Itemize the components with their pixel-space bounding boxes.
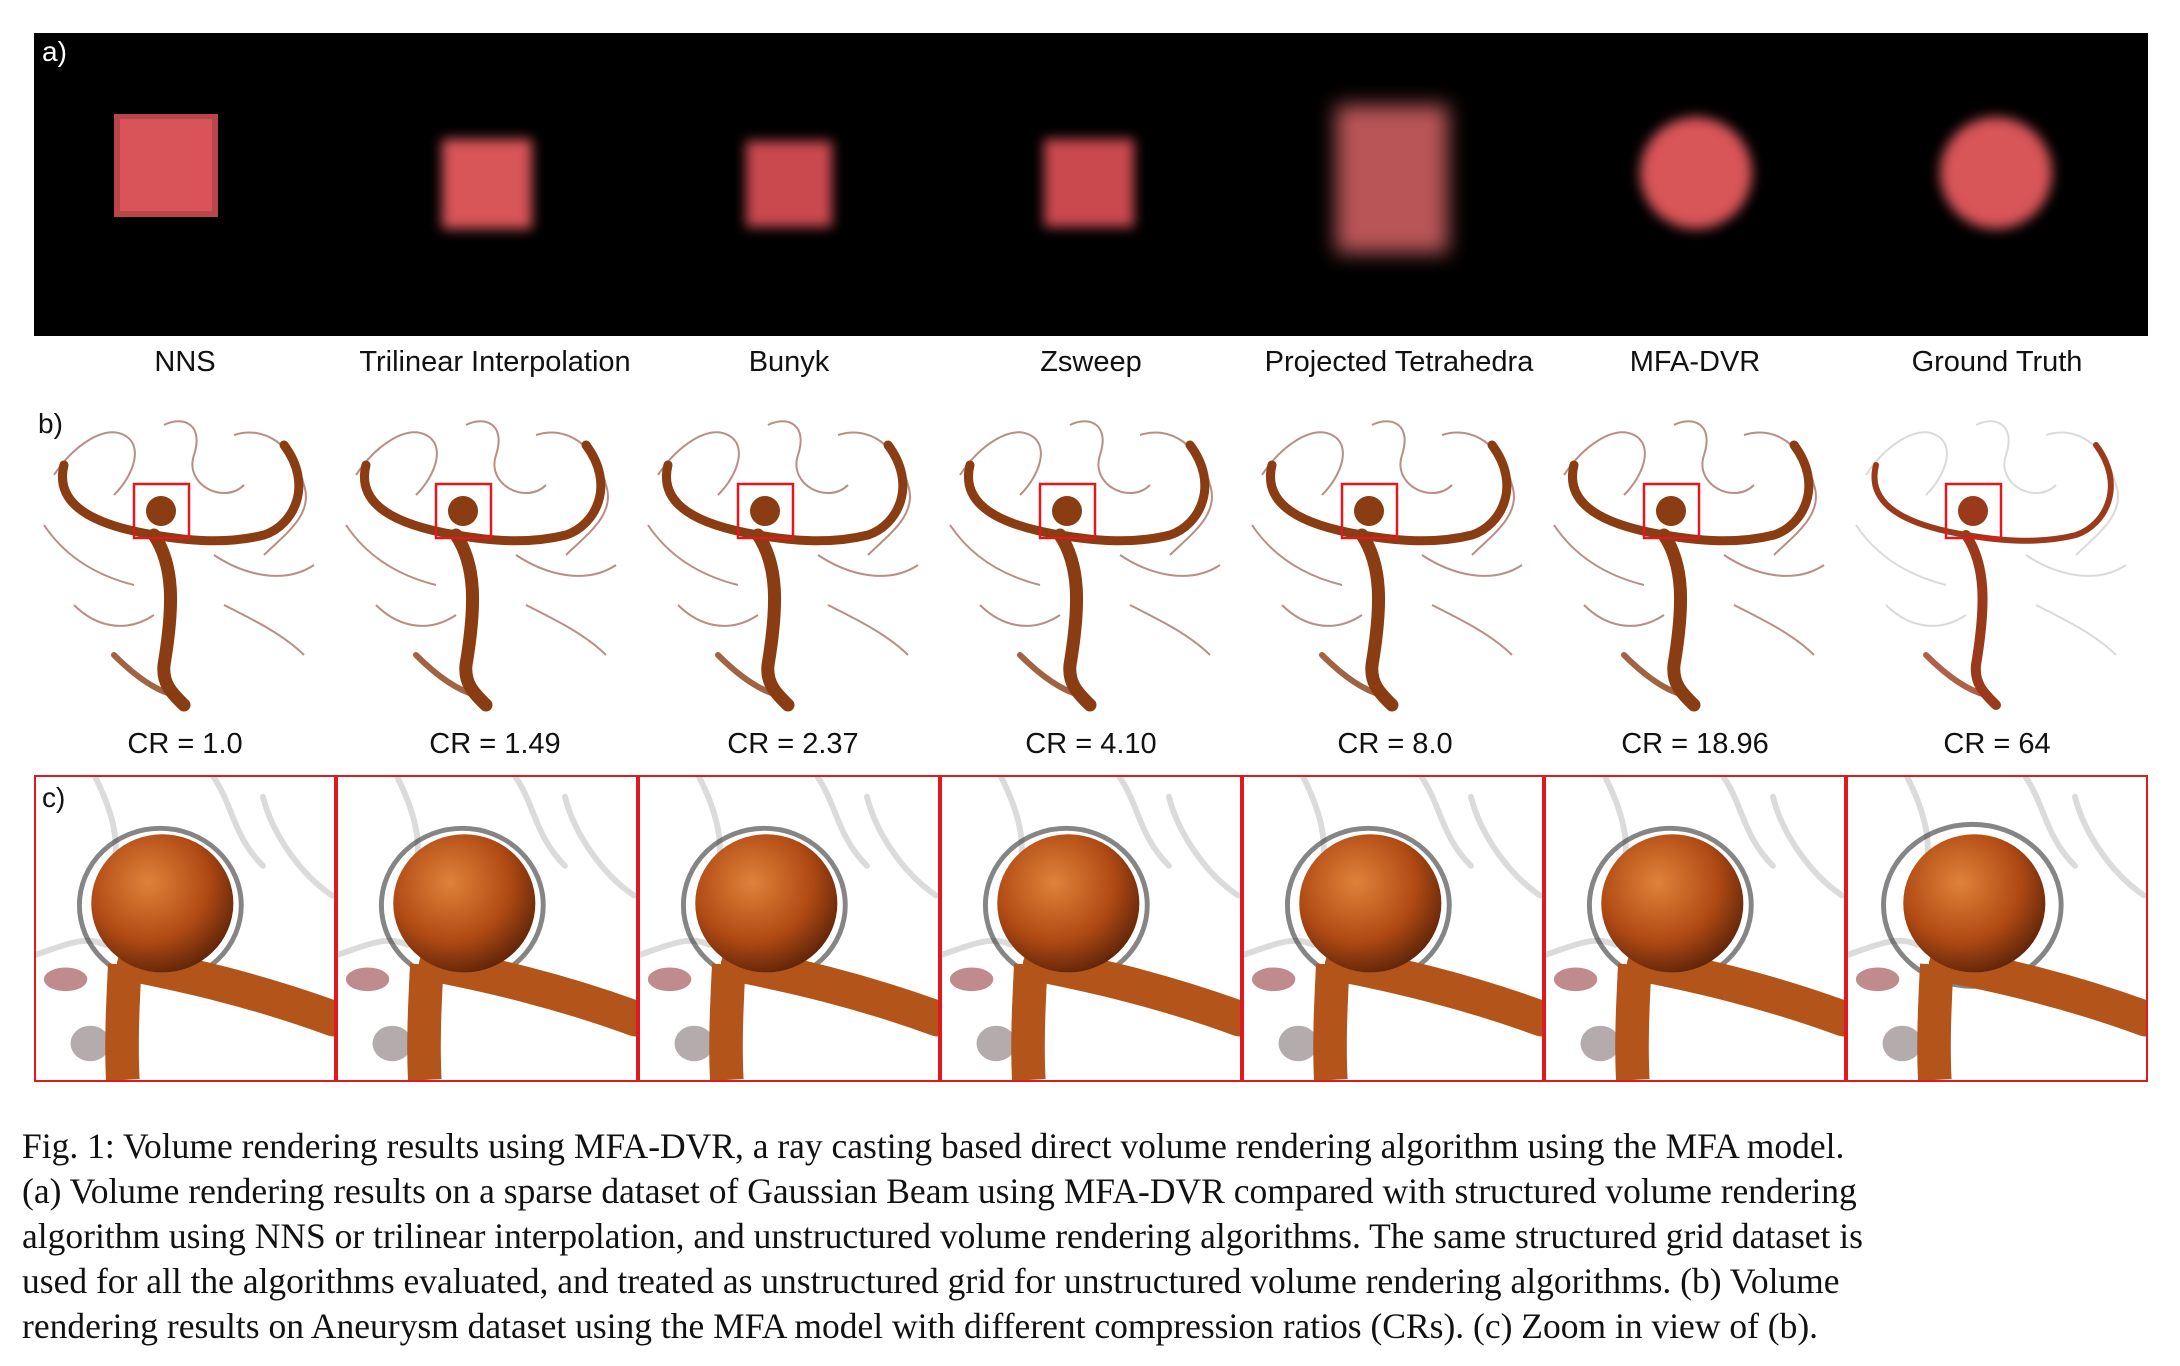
cr-label-5: CR = 8.0 xyxy=(1337,728,1453,760)
caption-line-2: (a) Volume rendering results on a sparse… xyxy=(22,1171,1857,1211)
trilinear-render xyxy=(442,139,532,229)
projected-tetrahedra-render xyxy=(1336,105,1448,253)
panel-label-a: a) xyxy=(42,36,67,67)
figure-caption: Fig. 1: Volume rendering results using M… xyxy=(22,1124,2162,1349)
caption-line-4: used for all the algorithms evaluated, a… xyxy=(22,1261,1840,1301)
aneurysm-render-cr-1 xyxy=(43,420,315,712)
panel-label-c: c) xyxy=(42,782,66,813)
row-b-aneurysm xyxy=(34,405,2148,715)
aneurysm-render-cr-8 xyxy=(1251,420,1523,712)
caption-line-5: rendering results on Aneurysm dataset us… xyxy=(22,1306,1819,1346)
method-label-ground-truth: Ground Truth xyxy=(1911,346,2083,378)
method-label-nns: NNS xyxy=(154,346,216,378)
aneurysm-render-cr-4-10 xyxy=(949,420,1221,712)
row-a-gaussian-beam xyxy=(34,33,2148,336)
aneurysm-render-cr-18-96 xyxy=(1553,420,1825,712)
zoom-render-4 xyxy=(940,775,1242,1082)
ground-truth-render xyxy=(1940,117,2052,229)
method-label-bunyk: Bunyk xyxy=(748,346,830,378)
cr-label-7: CR = 64 xyxy=(1943,728,2051,760)
cr-label-2: CR = 1.49 xyxy=(429,728,561,760)
aneurysm-render-cr-2-37 xyxy=(647,420,919,712)
panel-label-b: b) xyxy=(38,408,63,439)
method-label-zsweep: Zsweep xyxy=(1040,346,1142,378)
zsweep-render xyxy=(1044,139,1134,227)
cr-label-3: CR = 2.37 xyxy=(727,728,859,760)
method-label-trilinear: Trilinear Interpolation xyxy=(359,346,631,378)
cr-label-1: CR = 1.0 xyxy=(127,728,243,760)
mfa-dvr-render xyxy=(1640,117,1752,229)
nns-render xyxy=(114,114,218,217)
cr-label-6: CR = 18.96 xyxy=(1621,728,1769,760)
zoom-render-1 xyxy=(34,775,336,1082)
zoom-render-5 xyxy=(1242,775,1544,1082)
zoom-render-2 xyxy=(336,775,638,1082)
aneurysm-render-cr-1-49 xyxy=(345,420,617,712)
cr-label-4: CR = 4.10 xyxy=(1025,728,1157,760)
zoom-render-3 xyxy=(638,775,940,1082)
row-c-zoom xyxy=(34,775,2148,1085)
bunyk-render xyxy=(746,141,832,227)
caption-line-3: algorithm using NNS or trilinear interpo… xyxy=(22,1216,1863,1256)
caption-line-1: Fig. 1: Volume rendering results using M… xyxy=(22,1126,1845,1166)
zoom-render-7 xyxy=(1846,775,2148,1082)
method-label-mfa-dvr: MFA-DVR xyxy=(1629,346,1761,378)
aneurysm-render-cr-64 xyxy=(1855,420,2127,710)
method-label-projected-tetrahedra: Projected Tetrahedra xyxy=(1264,346,1534,378)
zoom-render-6 xyxy=(1544,775,1846,1082)
